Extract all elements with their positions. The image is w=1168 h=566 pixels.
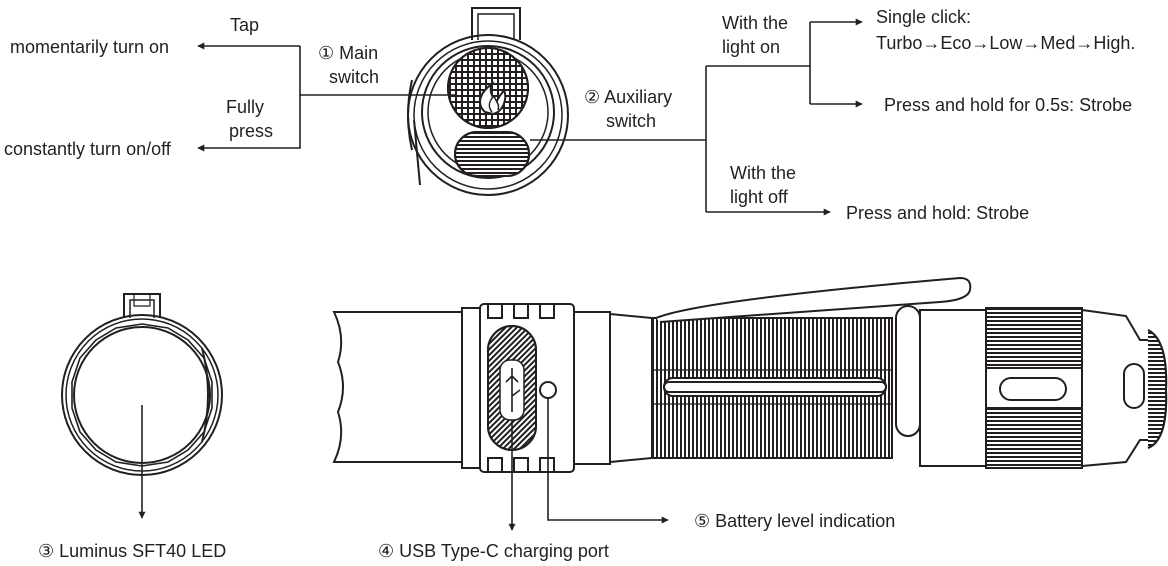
- port-callouts: [508, 398, 669, 531]
- aux-switch-label-line2: switch: [606, 111, 657, 131]
- constant-label: constantly turn on/off: [4, 139, 171, 159]
- light-on-label-line1: With the: [722, 13, 789, 33]
- led-label: ③ Luminus SFT40 LED: [38, 541, 227, 561]
- auxiliary-switch-ribs: [454, 131, 530, 177]
- battery-label: ⑤ Battery level indication: [694, 511, 896, 531]
- tap-label: Tap: [230, 15, 260, 35]
- usb-label: ④ USB Type-C charging port: [378, 541, 609, 561]
- fully-press-label-line1: Fully: [226, 97, 265, 117]
- main-switch-callouts: [197, 42, 455, 152]
- main-switch-label-line1: ① Main: [318, 43, 379, 63]
- light-off-label-line1: With the: [730, 163, 797, 183]
- main-switch-label-line2: switch: [329, 67, 380, 87]
- battery-indicator-light: [539, 381, 557, 399]
- light-off-label-line2: light off: [730, 187, 788, 207]
- usb-icon: [505, 368, 521, 412]
- hold-strobe-off-label: Press and hold: Strobe: [846, 203, 1030, 223]
- mode-cycle-label: Turbo→Eco→Low→Med→High.: [876, 33, 1136, 53]
- single-click-label: Single click:: [876, 7, 972, 27]
- flashlight-body-illustration: [332, 276, 1168, 473]
- tail-cap-illustration: [407, 7, 569, 196]
- momentary-label: momentarily turn on: [10, 37, 170, 57]
- light-on-label-line2: light on: [722, 37, 781, 57]
- fully-press-label-line2: press: [229, 121, 274, 141]
- pocket-clip: [655, 276, 972, 323]
- aux-switch-label-line1: ② Auxiliary: [584, 87, 673, 107]
- hold-strobe-on-label: Press and hold for 0.5s: Strobe: [884, 95, 1133, 115]
- aux-switch-callouts: [530, 18, 863, 216]
